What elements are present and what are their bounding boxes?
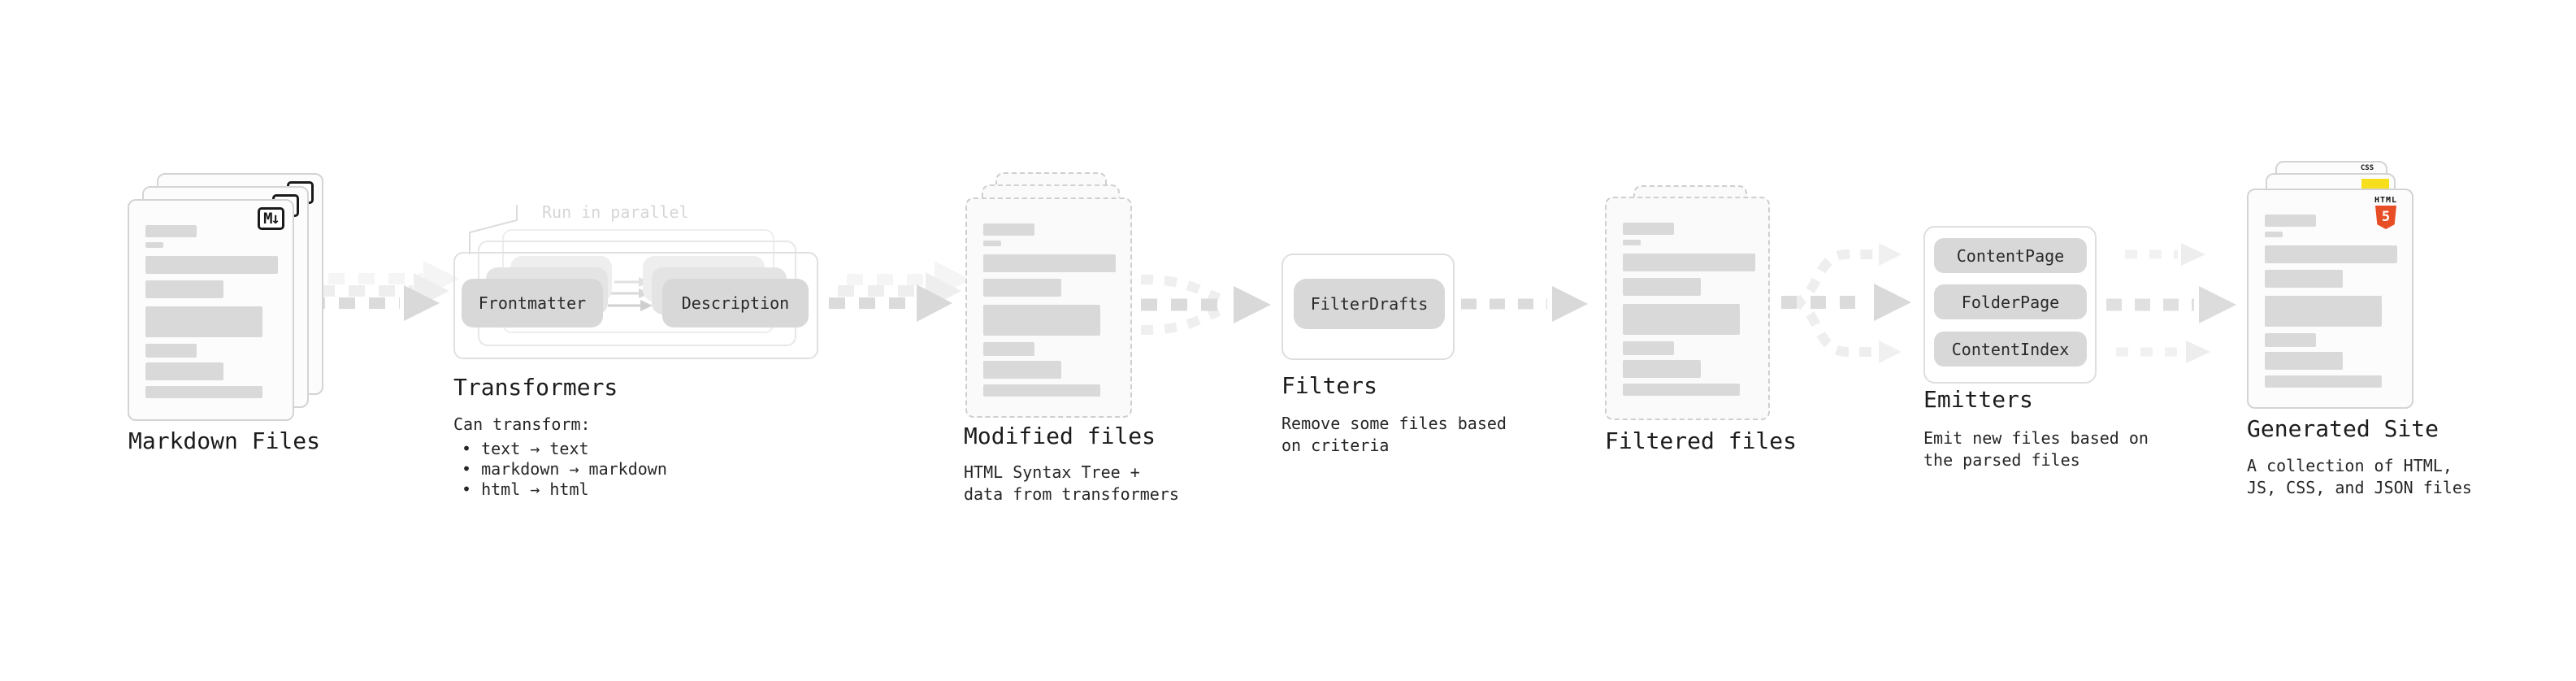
markdown-file-card-front: M↓ — [128, 199, 294, 421]
text-bar — [145, 362, 223, 380]
text-bar — [145, 386, 262, 398]
html5-icon: HTML 5 — [2371, 196, 2400, 229]
text-bar — [2265, 333, 2316, 347]
text-bar — [983, 223, 1034, 236]
text-bar — [2265, 270, 2343, 288]
text-bar — [2265, 245, 2397, 263]
text-bar — [2265, 352, 2343, 370]
markdown-files-label: Markdown Files — [128, 427, 321, 454]
text-bar — [1623, 278, 1701, 296]
generated-site-desc: JS, CSS, and JSON files — [2247, 478, 2472, 497]
markdown-icon: M↓ — [258, 207, 284, 230]
text-bar — [145, 280, 223, 298]
text-bar — [145, 225, 197, 237]
arrow-modified-to-filters-merge — [1140, 275, 1271, 335]
text-bar — [2265, 375, 2382, 388]
text-bar — [2265, 215, 2316, 227]
html5-icon-label: HTML — [2374, 196, 2398, 205]
text-bar — [983, 241, 1001, 246]
text-bar — [1623, 304, 1740, 335]
frontmatter-transformer-chip: Frontmatter — [462, 279, 603, 327]
text-bar — [983, 361, 1061, 379]
transform-bullet: • text → text — [462, 439, 589, 458]
text-bar — [145, 306, 262, 337]
text-bar — [2265, 232, 2283, 237]
text-bar — [983, 305, 1100, 336]
filters-desc: Remove some files based — [1281, 414, 1507, 433]
text-bar — [1623, 240, 1641, 245]
folderpage-chip: FolderPage — [1934, 284, 2087, 319]
text-bar — [145, 344, 197, 358]
filtered-file-card-front — [1605, 197, 1770, 420]
contentindex-chip: ContentIndex — [1934, 332, 2087, 367]
generated-site-desc: A collection of HTML, — [2247, 456, 2452, 475]
filterdrafts-chip: FilterDrafts — [1294, 279, 1445, 329]
arrow-filtered-to-emitters-fanout — [1781, 243, 1911, 363]
text-bar — [983, 384, 1100, 397]
transformers-label: Transformers — [453, 374, 618, 401]
text-bar — [1623, 360, 1701, 378]
contentpage-chip: ContentPage — [1934, 238, 2087, 273]
generated-file-card-front: HTML 5 — [2247, 189, 2413, 409]
arrow-transformers-to-modified — [829, 261, 970, 322]
modified-files-label: Modified files — [964, 423, 1156, 449]
transform-bullet: • markdown → markdown — [462, 459, 667, 479]
text-bar — [1623, 341, 1674, 355]
text-bar — [1623, 384, 1740, 396]
text-bar — [983, 254, 1116, 272]
generated-site-label: Generated Site — [2247, 415, 2439, 442]
text-bar — [983, 279, 1061, 297]
filters-desc: on criteria — [1281, 436, 1390, 455]
modified-files-desc: HTML Syntax Tree + — [964, 462, 1140, 482]
text-bar — [145, 256, 278, 274]
filters-label: Filters — [1281, 372, 1378, 399]
text-bar — [1623, 223, 1674, 235]
css-badge-label: CSS — [2360, 164, 2374, 172]
emitters-label: Emitters — [1923, 386, 2033, 413]
text-bar — [145, 242, 163, 248]
arrow-markdown-to-transformers — [309, 261, 459, 321]
can-transform-title: Can transform: — [453, 414, 591, 434]
html5-shield: 5 — [2375, 206, 2396, 229]
text-bar — [983, 342, 1034, 356]
modified-file-card-front — [965, 197, 1132, 418]
transformer-layer-front — [453, 252, 818, 359]
emitters-desc: the parsed files — [1923, 450, 2080, 470]
run-in-parallel-note: Run in parallel — [542, 202, 689, 222]
filtered-files-label: Filtered files — [1605, 427, 1798, 454]
emitters-desc: Emit new files based on — [1923, 428, 2149, 448]
transform-bullet: • html → html — [462, 479, 589, 499]
description-transformer-chip: Description — [662, 279, 809, 327]
modified-files-desc: data from transformers — [964, 484, 1179, 504]
text-bar — [1623, 254, 1755, 271]
js-badge — [2361, 179, 2389, 189]
arrow-emitters-to-generated — [2106, 243, 2236, 363]
arrow-filters-to-filtered — [1461, 286, 1588, 322]
text-bar — [2265, 296, 2382, 327]
